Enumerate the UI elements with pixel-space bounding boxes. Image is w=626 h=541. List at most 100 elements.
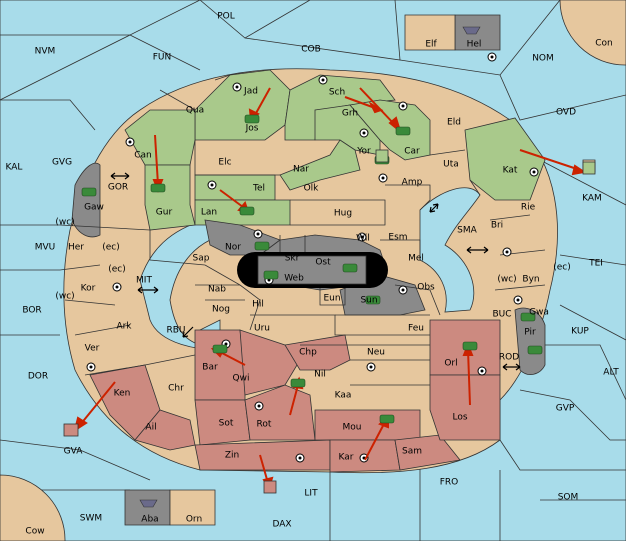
- label-gva: GVA: [64, 447, 84, 457]
- label-nil: Nil: [314, 370, 326, 380]
- label-nor: Nor: [225, 243, 241, 253]
- label-fun: FUN: [153, 53, 172, 63]
- label-sot: Sot: [219, 419, 234, 429]
- label-gwa: Gwa: [529, 308, 549, 318]
- label-som: SOM: [558, 493, 579, 503]
- con-corner: [559, 0, 626, 66]
- label-buc: BUC: [492, 310, 511, 320]
- label-alt: ALT: [603, 368, 619, 378]
- elf-box: [404, 14, 456, 51]
- label-gvg: GVG: [52, 158, 72, 168]
- label-rot: Rot: [257, 420, 272, 430]
- label-swm: SWM: [80, 514, 102, 524]
- cow-corner: [0, 474, 66, 541]
- label-rbu: RBU: [166, 326, 185, 336]
- label-cow: Cow: [25, 527, 44, 537]
- label-wc-byn: (wc): [497, 275, 516, 285]
- label-gur: Gur: [156, 208, 173, 218]
- label-qua: Qua: [186, 106, 204, 116]
- label-ail: Ail: [145, 423, 156, 433]
- label-yor: Yor: [356, 147, 371, 157]
- label-mou: Mou: [343, 423, 362, 433]
- label-lit: LIT: [304, 489, 318, 499]
- label-elc: Elc: [218, 158, 231, 168]
- label-ec-kor: (ec): [108, 265, 126, 275]
- green-territories: [124, 69, 546, 231]
- label-car: Car: [404, 147, 420, 157]
- label-wc-her: (wc): [55, 218, 74, 228]
- label-bri: Bri: [491, 221, 503, 231]
- label-kaa: Kaa: [335, 391, 352, 401]
- label-rod: ROD: [499, 353, 519, 363]
- label-sma: SMA: [457, 226, 477, 236]
- label-zin: Zin: [225, 451, 239, 461]
- label-jos: Jos: [245, 124, 259, 134]
- label-eld: Eld: [447, 118, 461, 128]
- label-neu: Neu: [367, 348, 385, 358]
- label-obs: Obs: [417, 283, 435, 293]
- label-amp: Amp: [402, 178, 423, 188]
- label-uru: Uru: [254, 324, 270, 334]
- label-ost: Ost: [315, 258, 331, 268]
- label-jad: Jad: [243, 87, 258, 97]
- label-fro: FRO: [440, 478, 459, 488]
- label-kor: Kor: [81, 284, 96, 294]
- label-orl: Orl: [444, 359, 457, 369]
- label-aba: Aba: [141, 515, 158, 525]
- label-chp: Chp: [299, 348, 317, 358]
- label-cob: COB: [301, 45, 321, 55]
- label-bor: BOR: [22, 306, 41, 316]
- central-grey: [257, 255, 367, 285]
- label-nog: Nog: [212, 305, 230, 315]
- label-esm: Esm: [388, 233, 407, 243]
- label-wil: Wil: [356, 234, 370, 244]
- label-tel: Tel: [252, 184, 265, 194]
- label-tei: TEI: [588, 259, 603, 269]
- red-territories: [89, 319, 501, 473]
- label-ec-her: (ec): [102, 243, 120, 253]
- label-pir: Pir: [524, 328, 536, 338]
- label-orn: Orn: [186, 515, 202, 525]
- label-ver: Ver: [85, 344, 100, 354]
- dislodged-markers: [63, 149, 596, 494]
- label-sap: Sap: [193, 254, 210, 264]
- label-elf: Elf: [425, 40, 437, 50]
- label-hug: Hug: [334, 209, 352, 219]
- label-chr: Chr: [168, 384, 184, 394]
- coast-labels: (wc) (ec) (wc) (ec): [55, 263, 570, 302]
- label-sch: Sch: [329, 88, 345, 98]
- label-mel: Mel: [408, 254, 424, 264]
- label-dax: DAX: [272, 520, 291, 530]
- label-mvu: MVU: [35, 243, 56, 253]
- label-hel: Hel: [467, 40, 482, 50]
- sea-labels: POL NVM FUN COB NOM OVD KAL GVG MVU BOR …: [6, 12, 620, 537]
- label-gvp: GVP: [556, 404, 575, 414]
- label-dor: DOR: [28, 372, 48, 382]
- label-can: Can: [134, 151, 152, 161]
- label-uta: Uta: [443, 160, 459, 170]
- army-units: [81, 114, 543, 424]
- label-sam: Sam: [402, 447, 422, 457]
- label-con: Con: [595, 39, 613, 49]
- label-mit: MIT: [136, 276, 152, 286]
- label-her: Her: [68, 243, 84, 253]
- inner-sea: [139, 219, 221, 351]
- label-ovd: OVD: [556, 108, 576, 118]
- label-pol: POL: [217, 12, 235, 22]
- label-gaw: Gaw: [84, 203, 104, 213]
- label-kup: KUP: [571, 327, 589, 337]
- label-ken: Ken: [114, 389, 131, 399]
- label-skr: Skr: [285, 254, 300, 264]
- label-lan: Lan: [201, 208, 217, 218]
- label-ark: Ark: [116, 322, 132, 332]
- label-gor: GOR: [108, 183, 128, 193]
- label-nom: NOM: [532, 54, 554, 64]
- label-ec-byn: (ec): [553, 263, 571, 273]
- label-feu: Feu: [408, 324, 424, 334]
- label-web: Web: [284, 274, 304, 284]
- label-kat: Kat: [503, 166, 518, 176]
- label-bar: Bar: [202, 363, 218, 373]
- label-grh: Grh: [342, 109, 358, 119]
- orn-box: [169, 489, 216, 526]
